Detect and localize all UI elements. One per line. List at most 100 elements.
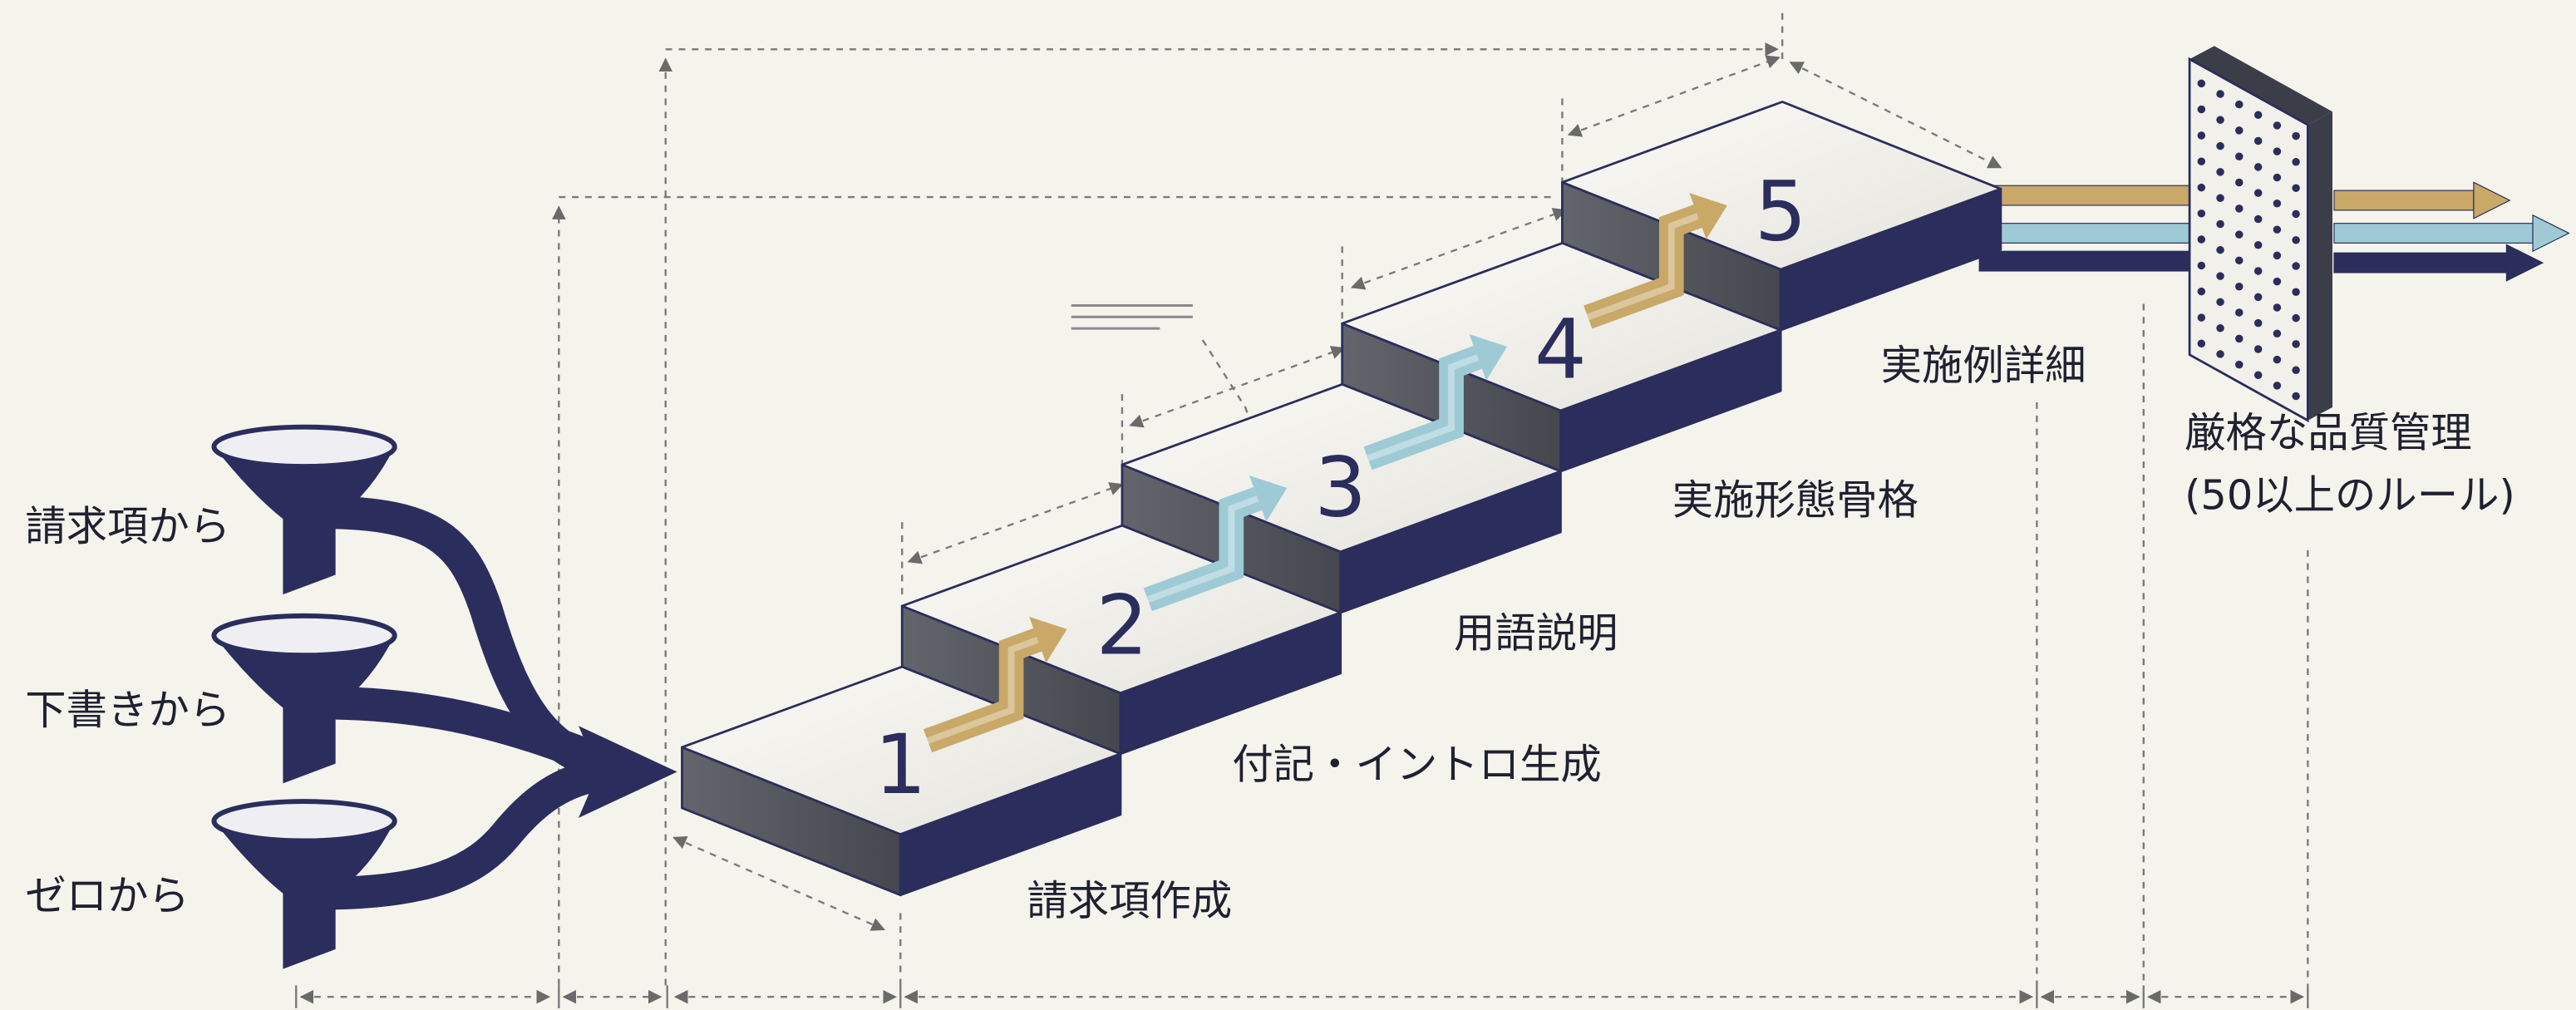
dimension-lines [295,12,2309,1009]
filter-plate-hole [2292,313,2300,323]
step-arrow-highlight [1586,213,1699,321]
filter-plate-hole [2197,105,2206,114]
quality-gate-title: 厳格な品質管理 [2184,408,2472,456]
step-label-2: 付記・イントロ生成 [1232,740,1601,788]
step-2-top-face [900,524,1342,695]
filter-plate-hole [2197,287,2206,296]
step-5-top-face [1561,101,2002,271]
stream-out-arrowhead-1 [2473,181,2511,219]
stream-out-arrowhead-2 [2532,214,2570,253]
filter-plate-hole [2292,236,2300,244]
step-1-top-face [681,665,1122,835]
quality-gate-subtitle: (50以上のルール) [2184,471,2515,519]
step-arrow-1-to-2 [923,616,1067,753]
step-number-4: 4 [1534,302,1587,397]
filter-plate-hole [2253,214,2263,224]
filter-plate-side-face [2308,111,2332,421]
step-arrow-2-to-3 [1143,475,1288,612]
step-arrowhead-icon [1029,616,1067,663]
filter-plate-hole [2235,126,2244,135]
filter-plate-hole [2273,277,2282,286]
pipe-from-scratch [304,755,638,910]
filter-plate-hole [2292,262,2300,270]
step-1 [681,665,1122,897]
filter-plate-hole [2273,355,2282,364]
filter-plate-hole [2197,209,2206,218]
dim-diagonal-step5 [1567,55,1781,137]
filter-plate-hole [2216,194,2224,202]
source-label-draft: 下書きから [25,686,230,734]
filter-plate-hole [2235,308,2244,317]
filter-plate-hole [2292,184,2300,192]
filter-plate-top-face [2189,46,2332,126]
filter-plate-hole [2253,111,2263,120]
step-arrow-shaft [1584,204,1702,329]
filter-plate-hole [2197,261,2206,270]
filter-plate-hole [2216,323,2224,333]
filter-plate-hole [2273,303,2282,312]
filter-plate-hole [2235,334,2244,343]
step-4-top-face [1341,242,1782,412]
filter-plate-hole [2235,100,2244,109]
filter-plate-hole [2292,340,2300,348]
filter-plate-hole [2292,209,2300,219]
filter-plate-hole [2216,141,2224,150]
filter-plate-hole [2273,382,2282,390]
filter-plate-hole [2197,183,2206,192]
funnel-icon [211,613,397,784]
filter-plate-hole [2253,163,2263,171]
note-leader-line [1201,339,1264,461]
stream-out-arrowhead-3 [2505,244,2544,282]
funnel-icon [211,424,397,595]
step-label-5: 実施例詳細 [1881,341,2086,389]
filter-plate-hole [2253,241,2263,249]
step-arrow-highlight [1146,495,1259,604]
filter-plate-hole [2253,189,2263,197]
filter-plate-hole [2197,339,2206,348]
step-arrow-highlight [926,636,1039,744]
stream-out-band-1 [2333,190,2475,211]
step-arrow-4-to-5 [1584,193,1727,329]
note-lines-icon [1071,303,1193,330]
filter-plate-hole [2197,131,2206,140]
filter-plate-hole [2253,371,2263,379]
filter-plate-hole [2235,283,2244,291]
stream-out-band-2 [2333,223,2534,244]
step-arrowhead-icon [1689,193,1727,239]
step-arrow-highlight [1367,354,1480,462]
filter-plate-icon [2188,46,2332,423]
stream-out-band-3 [2333,252,2507,273]
filter-plate-hole [2253,345,2263,353]
step-arrow-shaft [923,628,1042,753]
dim-diagonal-step2 [907,482,1124,564]
source-label-scratch: ゼロから [25,871,190,919]
step-arrows [923,193,1727,753]
step-number-5: 5 [1755,164,1807,259]
step-arrow-shaft [1363,345,1482,471]
filter-plate-hole [2273,200,2282,208]
filter-plate-hole [2216,116,2224,124]
filter-plate-hole [2273,251,2282,260]
step-label-4: 実施形態骨格 [1672,475,1918,524]
filter-plate-hole [2273,147,2282,155]
funnel-icon [211,799,397,969]
input-pipes [304,495,638,910]
filter-plate-hole [2216,245,2224,254]
merge-arrowhead [579,726,677,818]
filter-plate-hole [2292,366,2300,375]
step-label-3: 用語説明 [1454,608,1618,657]
filter-plate-hole [2253,136,2263,145]
step-arrow-3-to-4 [1363,334,1508,471]
filter-plate-hole [2253,318,2263,328]
step-number-1: 1 [874,717,927,813]
filter-plate-hole [2216,90,2224,98]
filter-plate-hole [2273,173,2282,182]
dim-diagonal-step3 [1129,346,1346,428]
filter-plate-hole [2216,350,2224,358]
funnel-rim [211,799,397,844]
filter-plate-hole [2273,121,2282,130]
filter-plate-hole [2216,298,2224,307]
funnel-rim [211,613,397,658]
filter-plate-hole [2235,256,2244,265]
